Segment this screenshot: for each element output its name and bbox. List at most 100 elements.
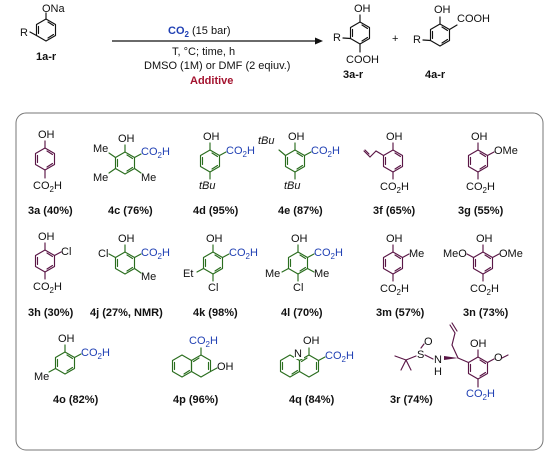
co2h-label: CO2H [33, 281, 62, 295]
tbu-label: tBu [258, 135, 275, 147]
compound-4o: OH CO2H Me 4o (82%) [34, 333, 110, 406]
oh-label: OH [386, 131, 403, 143]
compound-4k: OH CO2H Et Cl 4k (98%) [183, 233, 258, 319]
me-label: Me [93, 172, 108, 184]
co2h-label: CO2H [311, 145, 340, 159]
compound-4k-label: 4k (98%) [193, 307, 238, 319]
product4-cooh: COOH [457, 13, 490, 25]
product3-general-structure: OH COOH R 3a-r [333, 3, 379, 81]
cl-label: Cl [98, 248, 108, 260]
compound-4j: OH CO2H Cl Me 4j (27%, NMR) [90, 233, 170, 319]
oh-label: OH [471, 131, 488, 143]
co2h-label: CO2H [466, 388, 495, 402]
ome-label: OMe [494, 145, 518, 157]
me-label: Me [409, 248, 424, 260]
compound-4e: OH CO2H tBu tBu 4e (87%) [258, 131, 340, 217]
oh-label: OH [58, 333, 75, 345]
compound-3a-label: 3a (40%) [28, 205, 73, 217]
compound-4c-label: 4c (76%) [108, 205, 153, 217]
product3-r: R [333, 32, 341, 44]
co2h-label: CO2H [470, 283, 499, 297]
product4-r: R [413, 34, 421, 46]
me-label: Me [93, 143, 108, 155]
substrate-ona: ONa [42, 3, 66, 15]
compound-3n-label: 3n (73%) [463, 307, 509, 319]
co2h-label: CO2H [189, 335, 218, 349]
co2h-label: CO2H [466, 181, 495, 195]
compound-3a: OH CO2H 3a (40%) [28, 129, 73, 217]
me-label: Me [265, 268, 280, 280]
me-label: Me [34, 371, 49, 383]
oh-label: OH [386, 233, 403, 245]
substrate-r: R [20, 27, 28, 39]
products-box [15, 112, 544, 451]
o-label: O [424, 336, 433, 348]
compound-4q: N OH CO2H 4q (84%) [279, 335, 354, 406]
co2h-label: CO2H [325, 350, 354, 364]
compound-3r: OH O CO2H N H S O 3r (74%) [390, 322, 509, 406]
oh-label: OH [291, 233, 308, 245]
plus-sign: + [392, 33, 398, 45]
h-label: H [434, 366, 442, 378]
compound-4p: CO2H OH 4p (96%) [171, 335, 234, 406]
product4-oh: OH [434, 4, 451, 16]
tbu-label: tBu [199, 180, 216, 192]
co2h-label: CO2H [141, 247, 170, 261]
oh-label: OH [118, 133, 135, 145]
n-label: N [434, 354, 442, 366]
product3-label: 3a-r [343, 69, 364, 81]
compound-3g-label: 3g (55%) [458, 205, 504, 217]
cl-label: Cl [293, 282, 303, 294]
oh-label: OH [217, 361, 234, 373]
condition-temperature-time: T, °C; time, h [172, 46, 235, 58]
cl-label: Cl [208, 282, 218, 294]
me-label: Me [314, 268, 329, 280]
co2h-label: CO2H [81, 347, 110, 361]
me-label: Me [141, 271, 156, 283]
oh-label: OH [303, 335, 320, 347]
oh-label: OH [206, 233, 223, 245]
co2h-label: CO2H [226, 145, 255, 159]
meo-label: MeO [443, 248, 467, 260]
compound-4d: OH CO2H tBu 4d (95%) [193, 131, 255, 217]
et-label: Et [183, 268, 193, 280]
compound-3m-label: 3m (57%) [376, 307, 425, 319]
co2h-label: CO2H [229, 247, 258, 261]
n-label: N [294, 348, 302, 360]
reaction-arrow [112, 37, 323, 45]
condition-solvent: DMSO (1M) or DMF (2 eqiuv.) [144, 60, 290, 72]
compound-4e-label: 4e (87%) [278, 205, 323, 217]
co2h-label: CO2H [380, 181, 409, 195]
oh-label: OH [476, 233, 493, 245]
oh-label: OH [38, 129, 55, 141]
product3-oh: OH [354, 3, 371, 15]
co2h-label: CO2H [380, 283, 409, 297]
compound-4o-label: 4o (82%) [53, 394, 99, 406]
compound-3r-label: 3r (74%) [390, 394, 433, 406]
compound-3h-label: 3h (30%) [28, 307, 74, 319]
compound-3f: OH CO2H 3f (65%) [363, 131, 416, 217]
compound-3m: OH Me CO2H 3m (57%) [376, 233, 425, 319]
cl-label: Cl [61, 246, 71, 258]
product3-cooh: COOH [346, 54, 379, 66]
oh-label: OH [470, 338, 487, 350]
oh-label: OH [288, 131, 305, 143]
substrate-structure: ONa R 1a-r [20, 3, 66, 63]
compound-4c: OH CO2H Me Me Me 4c (76%) [93, 133, 170, 217]
tbu-label: tBu [284, 180, 301, 192]
s-label: S [417, 349, 424, 361]
product4-general-structure: OH COOH R 4a-r [413, 4, 490, 81]
compound-3n: OH MeO OMe CO2H 3n (73%) [443, 233, 523, 319]
o-label: O [494, 352, 503, 364]
ome-label: OMe [499, 248, 523, 260]
compound-3h: OH Cl CO2H 3h (30%) [28, 231, 74, 319]
condition-reagent: CO2 (15 bar) [168, 25, 231, 39]
co2h-label: CO2H [314, 247, 343, 261]
oh-label: OH [203, 131, 220, 143]
compound-4l-label: 4l (70%) [281, 307, 323, 319]
compound-4p-label: 4p (96%) [173, 394, 219, 406]
oh-label: OH [118, 233, 135, 245]
compound-4d-label: 4d (95%) [193, 205, 239, 217]
condition-additive: Additive [190, 75, 233, 87]
